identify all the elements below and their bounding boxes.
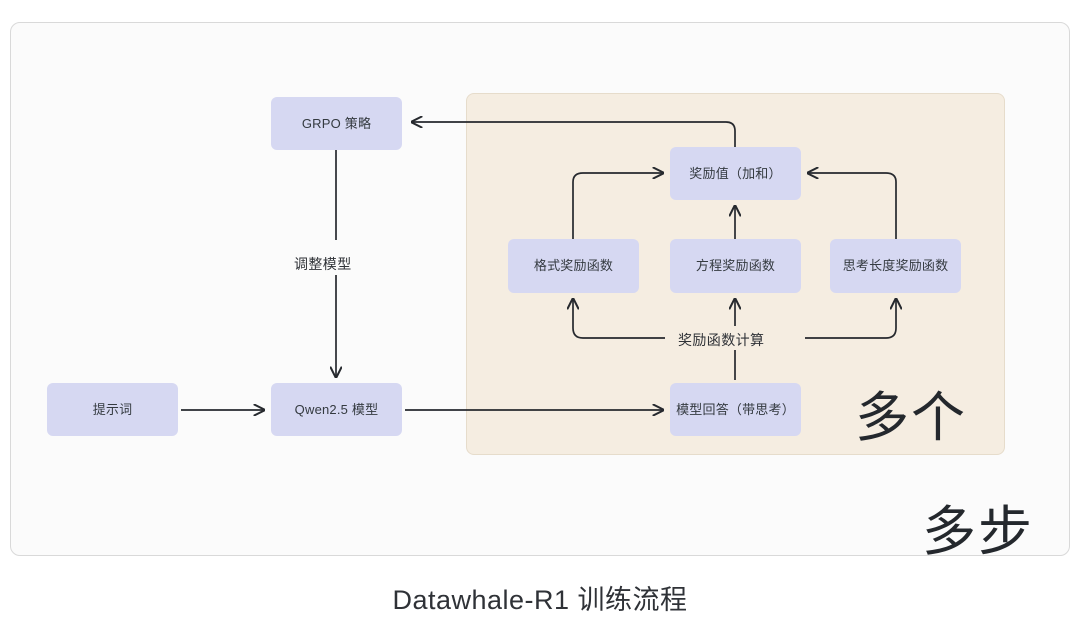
annotation-multi-sample: 多个 bbox=[855, 388, 967, 448]
node-grpo-policy-label: GRPO 策略 bbox=[301, 115, 372, 131]
node-model-answer[interactable]: 模型回答（带思考） bbox=[670, 383, 801, 436]
node-think-length-reward-function[interactable]: 思考长度奖励函数 bbox=[830, 239, 961, 293]
node-equation-reward-function-label: 方程奖励函数 bbox=[695, 258, 776, 274]
node-format-reward-function-label: 格式奖励函数 bbox=[533, 258, 614, 274]
node-reward-sum[interactable]: 奖励值（加和） bbox=[670, 147, 801, 200]
node-model-answer-label: 模型回答（带思考） bbox=[676, 401, 795, 417]
node-prompt[interactable]: 提示词 bbox=[47, 383, 178, 436]
edge-label-reward-calculation: 奖励函数计算 bbox=[671, 330, 772, 350]
node-think-length-reward-function-label: 思考长度奖励函数 bbox=[842, 258, 949, 274]
edge-label-adjust-model: 调整模型 bbox=[294, 256, 352, 272]
node-qwen-model-label: Qwen2.5 模型 bbox=[294, 401, 379, 417]
node-grpo-policy[interactable]: GRPO 策略 bbox=[271, 97, 402, 150]
node-reward-sum-label: 奖励值（加和） bbox=[689, 165, 782, 181]
annotation-multi-step: 多步 bbox=[922, 502, 1034, 562]
node-equation-reward-function[interactable]: 方程奖励函数 bbox=[670, 239, 801, 293]
figure-caption: Datawhale-R1 训练流程 bbox=[392, 585, 688, 615]
node-prompt-label: 提示词 bbox=[92, 401, 133, 417]
node-format-reward-function[interactable]: 格式奖励函数 bbox=[508, 239, 639, 293]
node-qwen-model[interactable]: Qwen2.5 模型 bbox=[271, 383, 402, 436]
